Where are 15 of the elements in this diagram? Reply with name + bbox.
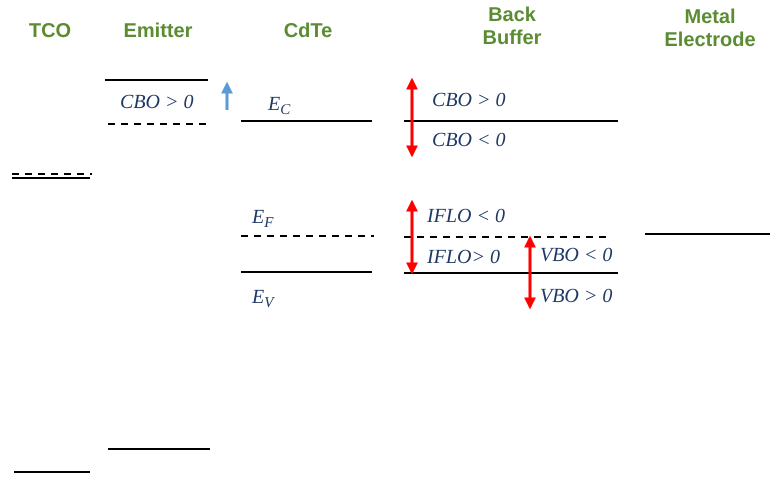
layer-heading: Emitter	[122, 20, 194, 43]
energy-label: IFLO> 0	[427, 245, 500, 269]
energy-label: E$_{F}$	[252, 205, 274, 229]
energy-label: IFLO < 0	[427, 204, 505, 228]
energy-label: CBO > 0	[432, 88, 506, 112]
layer-heading: Metal Electrode	[663, 6, 757, 52]
energy-label: E$_{C}$	[268, 92, 290, 116]
energy-label: VBO > 0	[540, 284, 612, 308]
energy-label: E$_{V}$	[252, 285, 274, 309]
layer-heading: CdTe	[282, 20, 334, 43]
layer-heading: Back Buffer	[482, 4, 542, 50]
energy-label: CBO > 0	[120, 90, 194, 114]
layer-heading: TCO	[28, 20, 72, 43]
energy-label: VBO < 0	[540, 243, 612, 267]
energy-label: CBO < 0	[432, 128, 506, 152]
